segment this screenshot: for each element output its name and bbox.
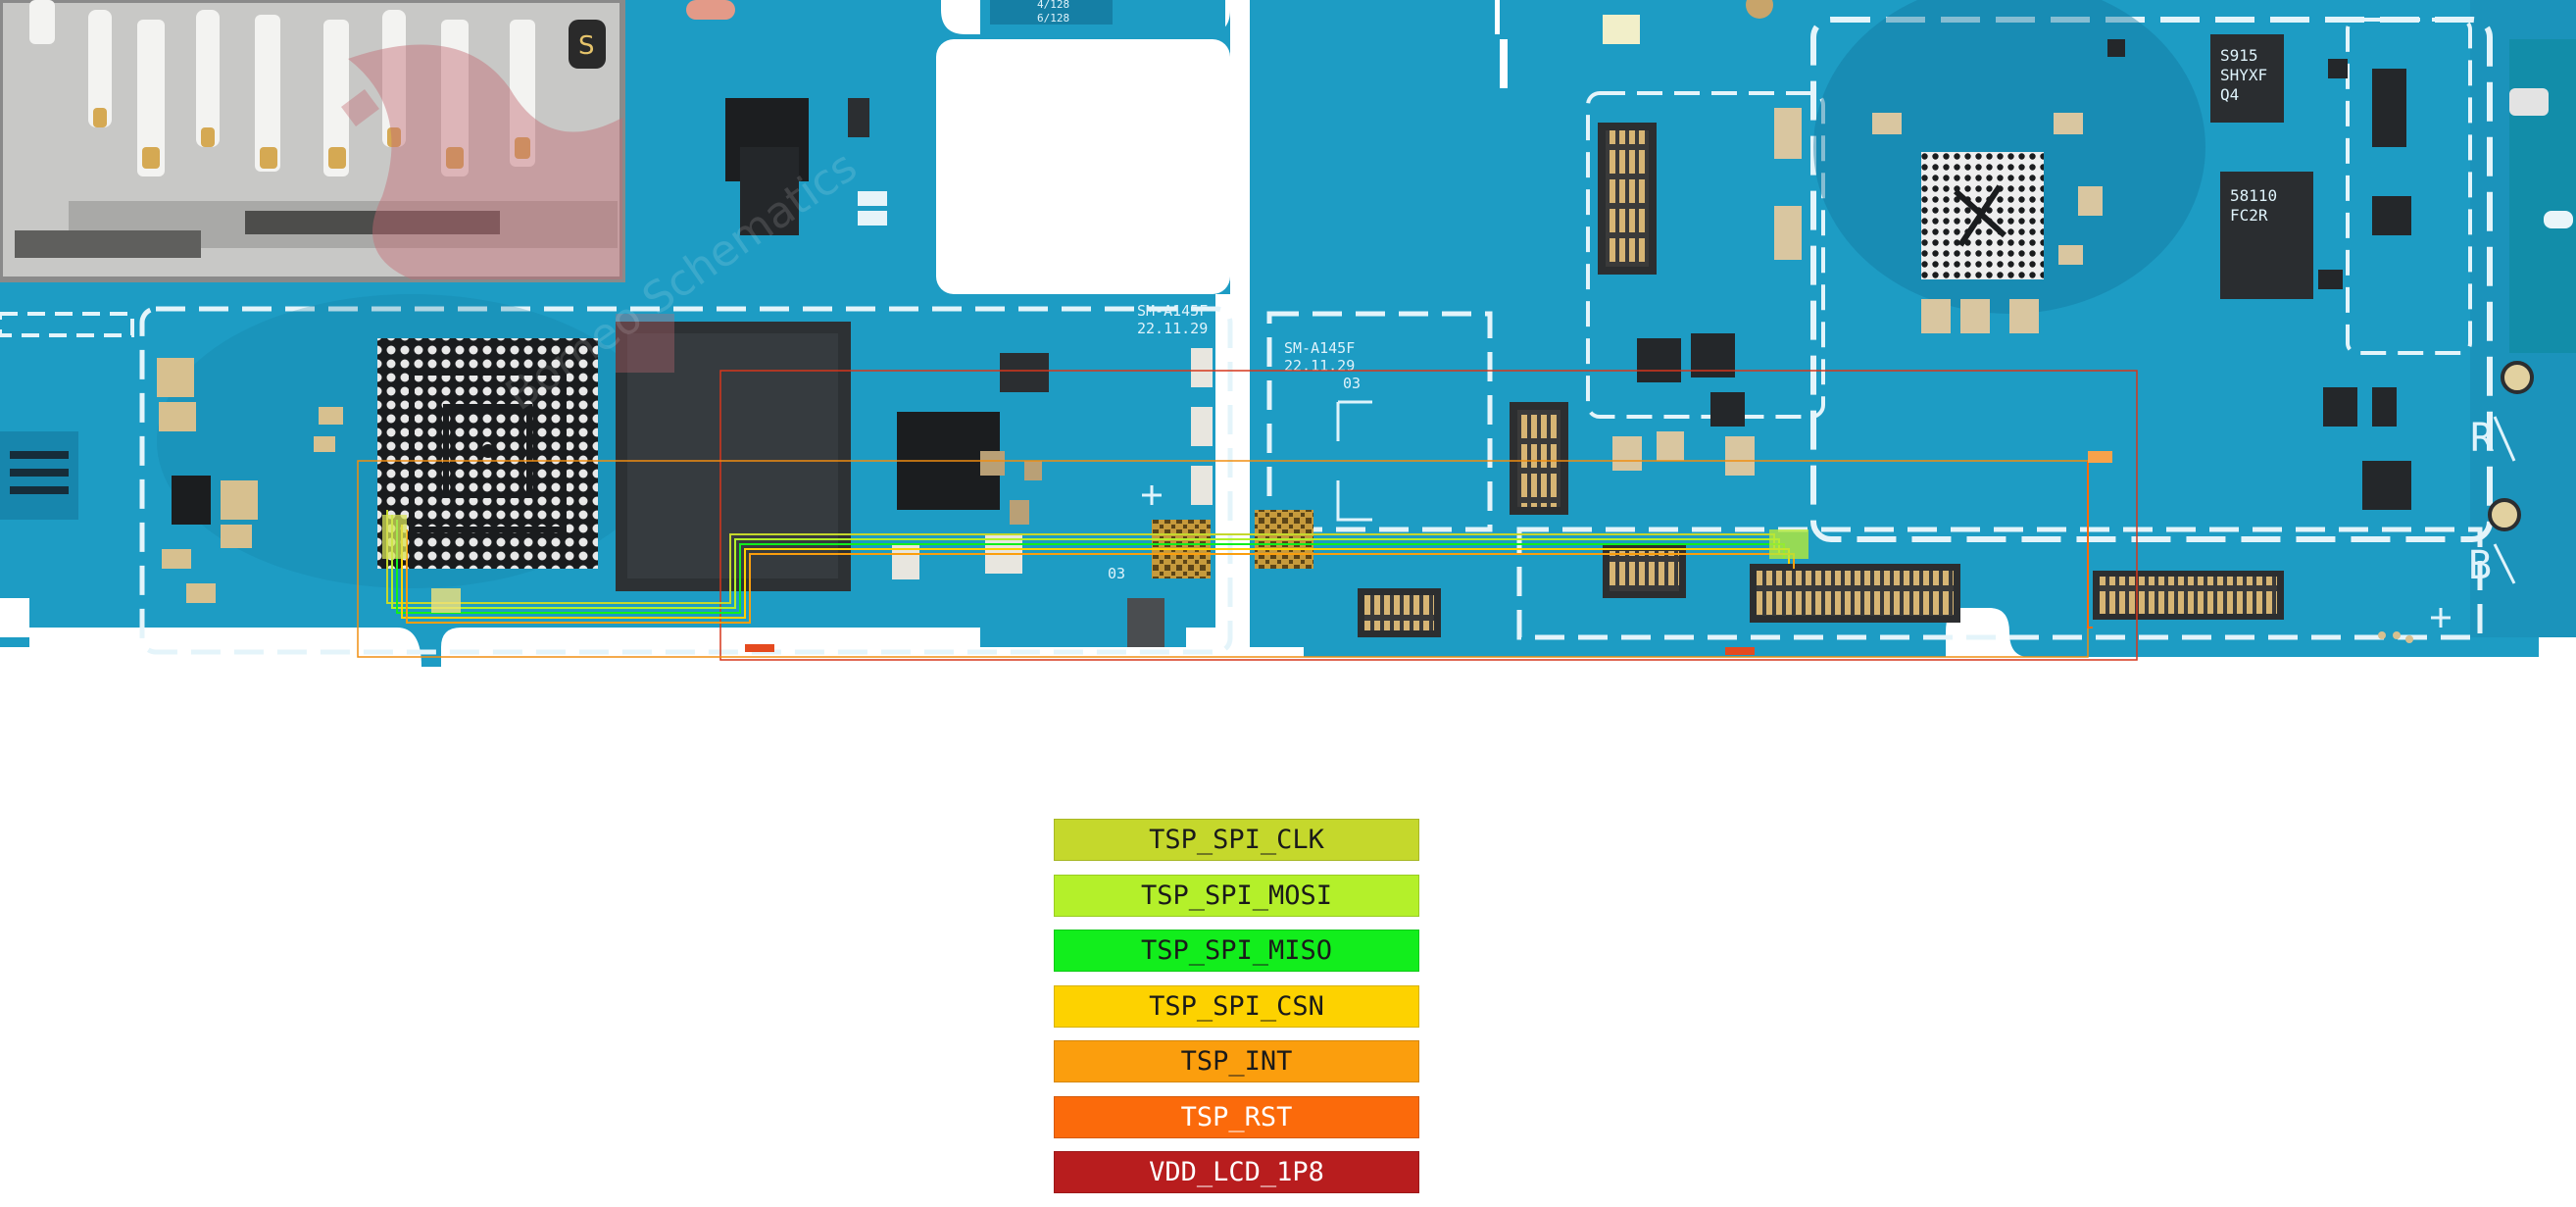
chip-mark-2: SHYXF xyxy=(2220,66,2267,84)
chip-s915 xyxy=(2210,34,2284,123)
legend-item-tsp-spi-miso: TSP_SPI_MISO xyxy=(1054,930,1419,972)
chip-58110 xyxy=(2220,172,2313,299)
sim-label: S xyxy=(578,31,595,61)
date-label-right: 22.11.29 xyxy=(1284,357,1355,375)
right-label-r: R xyxy=(2470,416,2495,461)
chip-mark-5: FC2R xyxy=(2230,206,2268,225)
model-label-left: SM-A145F xyxy=(1137,302,1208,320)
legend-item-tsp-spi-clk: TSP_SPI_CLK xyxy=(1054,819,1419,861)
legend-item-tsp-int: TSP_INT xyxy=(1054,1040,1419,1082)
chip-mark-1: S915 xyxy=(2220,46,2258,65)
rev-label-left: 03 xyxy=(1108,565,1125,582)
pcb-board-diagram: S xyxy=(0,0,2576,667)
legend-item-vdd-lcd-1p8: VDD_LCD_1P8 xyxy=(1054,1151,1419,1193)
top-small-label-1: 4/128 xyxy=(1037,0,1069,11)
chip-mark-3: Q4 xyxy=(2220,85,2239,104)
pcb-right-half xyxy=(1250,0,2576,657)
legend-item-tsp-rst: TSP_RST xyxy=(1054,1095,1419,1138)
top-small-label-2: 6/128 xyxy=(1037,12,1069,25)
rev-label-right: 03 xyxy=(1343,375,1361,392)
date-label-left: 22.11.29 xyxy=(1137,320,1208,337)
chip-mark-4: 58110 xyxy=(2230,186,2277,205)
legend-item-tsp-spi-csn: TSP_SPI_CSN xyxy=(1054,984,1419,1028)
model-label-right: SM-A145F xyxy=(1284,339,1355,357)
legend-item-tsp-spi-mosi: TSP_SPI_MOSI xyxy=(1054,874,1419,917)
right-label-b: B xyxy=(2468,543,2492,588)
signal-legend: TSP_SPI_CLK TSP_SPI_MOSI TSP_SPI_MISO TSP_S… xyxy=(1054,819,1419,1207)
